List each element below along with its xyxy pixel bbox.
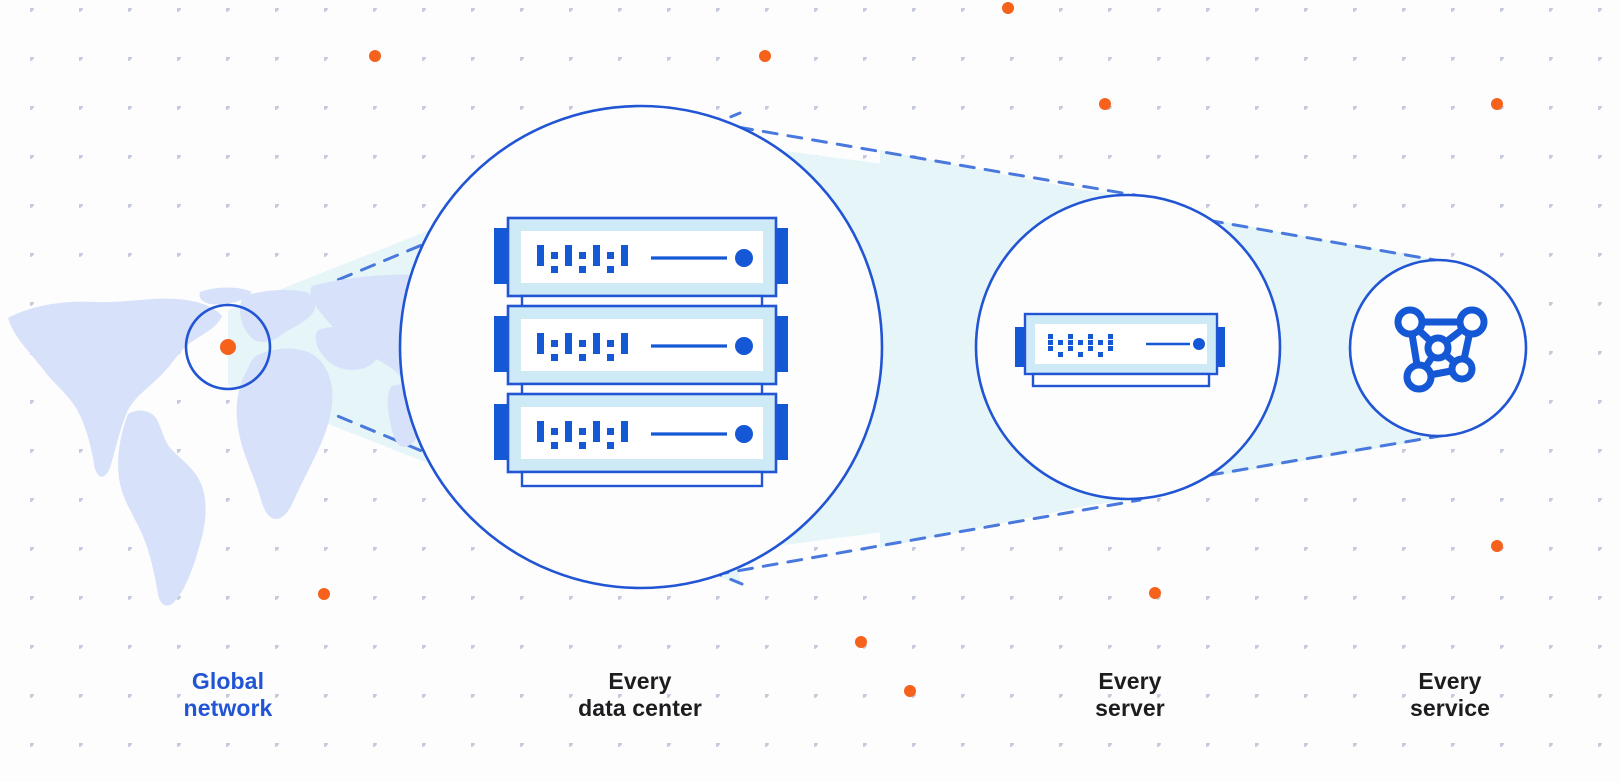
accent-dot [1149,587,1161,599]
rack-unit-1-status-led [735,249,753,267]
network-nodes-icon [1394,306,1488,393]
dashed-line-datacenter-lower [712,498,1142,577]
accent-dot-group [318,2,1503,697]
network-node-group [1394,306,1488,393]
accent-dot [1002,2,1014,14]
accent-dot [1099,98,1111,110]
server-vent-dots [1048,334,1113,357]
map-highlight-circle [184,303,272,391]
accent-dot [904,685,916,697]
rack-unit-3-status-led [735,425,753,443]
accent-dot [759,50,771,62]
accent-dot [1491,540,1503,552]
network-node [1403,361,1435,393]
server-status-led [1193,338,1205,350]
accent-dot [318,588,330,600]
dashed-line-datacenter-upper [712,121,1142,198]
accent-dot [369,50,381,62]
network-node [1456,306,1488,338]
accent-dot [855,636,867,648]
rack-unit-2-vent-dots [537,333,628,361]
single-server-icon [1015,312,1225,388]
rack-unit-1-vent-dots [537,245,628,273]
map-location-pin [220,339,236,355]
rack-unit-2-status-led [735,337,753,355]
network-node-center [1424,334,1452,362]
accent-dot [1491,98,1503,110]
server-base [1031,372,1211,388]
network-node [1394,306,1426,338]
network-node [1448,355,1476,383]
server-rack-icon [494,216,788,488]
rack-unit-3-base [520,470,764,488]
rack-unit-3-vent-dots [537,421,628,449]
